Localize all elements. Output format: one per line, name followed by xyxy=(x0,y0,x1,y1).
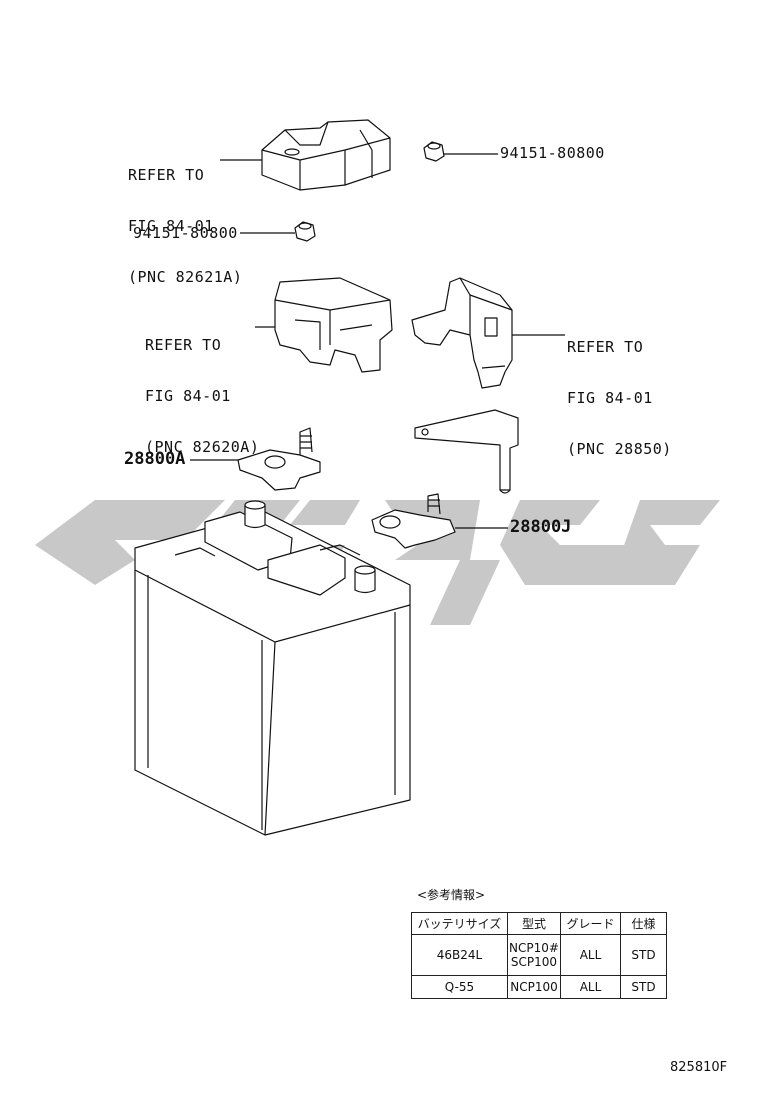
callout-line: (PNC 28850) xyxy=(567,440,672,458)
cell-model: NCP100 xyxy=(507,975,561,999)
battery xyxy=(134,500,411,836)
reference-title: <参考情報> xyxy=(417,888,486,902)
table-row: 46B24L NCP10# SCP100 ALL STD xyxy=(411,934,667,976)
nut-left xyxy=(294,221,316,242)
callout-nut-top: 94151-80800 xyxy=(500,144,605,162)
ground-strap xyxy=(414,409,519,494)
reference-table: バッテリサイズ 型式 グレード 仕様 46B24L NCP10# SCP100 … xyxy=(411,912,667,999)
callout-right-bracket: REFER TO FIG 84-01 (PNC 28850) xyxy=(567,305,672,492)
cell-model-text: NCP10# SCP100 xyxy=(509,941,559,969)
callout-line: REFER TO xyxy=(567,338,644,356)
callout-mid-clamp: REFER TO FIG 84-01 (PNC 82620A) xyxy=(145,303,259,490)
callout-line: FIG 84-01 xyxy=(567,389,653,407)
callout-28800A: 28800A xyxy=(124,449,186,469)
cell-grade: ALL xyxy=(560,934,621,976)
negative-terminal-28800J xyxy=(371,493,456,549)
drawing-number: 825810F xyxy=(670,1060,728,1075)
positive-terminal-28800A xyxy=(237,427,321,491)
callout-line: REFER TO xyxy=(128,166,205,184)
callout-line: (PNC 82620A) xyxy=(145,438,260,456)
battery-clamp-mid xyxy=(274,277,393,373)
header-model: 型式 xyxy=(507,912,561,935)
header-spec: 仕様 xyxy=(620,912,667,935)
table-row: Q-55 NCP100 ALL STD xyxy=(411,975,667,999)
cell-battery-size: 46B24L xyxy=(411,934,508,976)
callout-line: FIG 84-01 xyxy=(128,217,214,235)
cell-spec: STD xyxy=(620,975,667,999)
cell-model: NCP10# SCP100 xyxy=(507,934,561,976)
header-grade: グレード xyxy=(560,912,621,935)
callout-28800J: 28800J xyxy=(510,517,572,537)
table-header-row: バッテリサイズ 型式 グレード 仕様 xyxy=(411,912,667,935)
header-battery-size: バッテリサイズ xyxy=(411,912,508,935)
terminal-bracket-right xyxy=(411,277,513,389)
callout-line: FIG 84-01 xyxy=(145,387,231,405)
callout-top-cover: REFER TO FIG 84-01 (PNC 82621A) xyxy=(128,133,242,320)
battery-cover-top xyxy=(261,119,391,191)
callout-nut-left: 94151-80800 xyxy=(133,224,238,242)
cell-battery-size: Q-55 xyxy=(411,975,508,999)
callout-line: REFER TO xyxy=(145,336,222,354)
cell-spec: STD xyxy=(620,934,667,976)
cell-grade: ALL xyxy=(560,975,621,999)
callout-line: (PNC 82621A) xyxy=(128,268,243,286)
nut-top xyxy=(423,141,445,162)
